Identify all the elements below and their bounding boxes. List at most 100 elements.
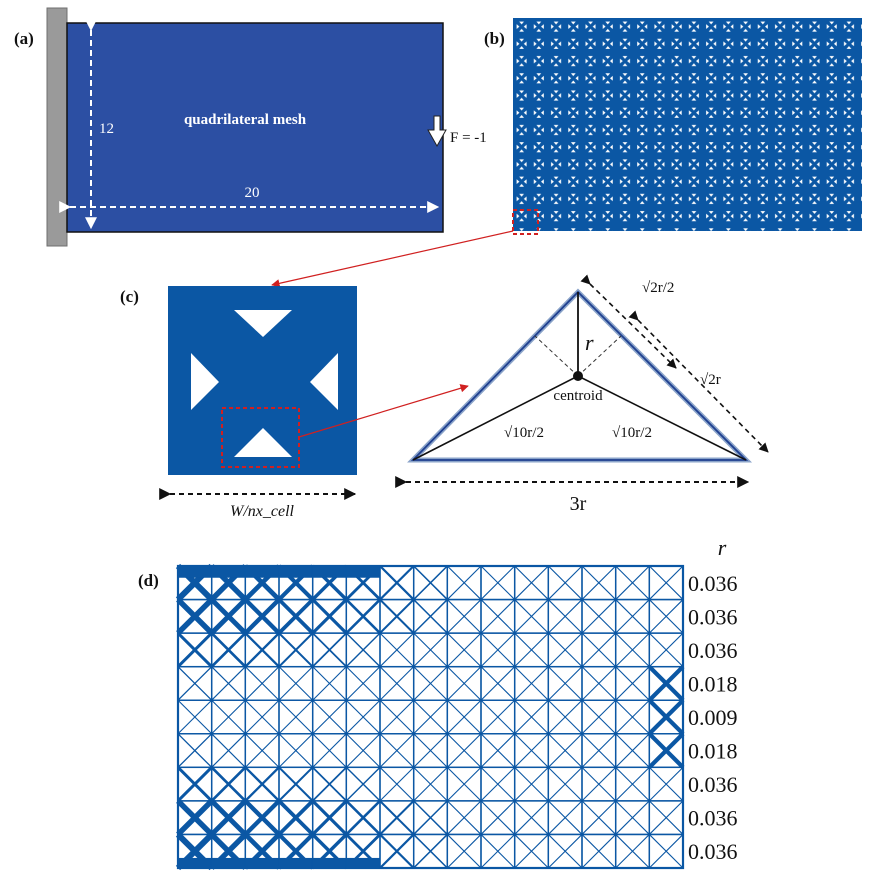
- cell-diagonal: [176, 766, 213, 802]
- unit-cell-hole-right: [310, 353, 338, 410]
- cell-diagonal: [581, 699, 617, 735]
- solid-fill: [211, 566, 246, 578]
- cell-diagonal: [210, 766, 247, 802]
- cell-diagonal: [176, 798, 214, 837]
- r-value-label: 0.036: [688, 638, 738, 663]
- cell-diagonal: [379, 766, 415, 802]
- cell-diagonal: [514, 766, 549, 802]
- cell-diagonal: [581, 632, 617, 668]
- r-label: r: [585, 330, 594, 355]
- cell-diagonal: [209, 597, 248, 635]
- cell-diagonal: [615, 834, 650, 869]
- cell-diagonal: [480, 565, 516, 600]
- cell-diagonal: [177, 699, 213, 735]
- cell-diagonal: [379, 800, 415, 836]
- cell-diagonal: [413, 632, 448, 668]
- lattice-cell: [175, 832, 214, 871]
- cell-diagonal: [648, 599, 684, 634]
- cell-diagonal: [514, 800, 549, 835]
- zoom-arrow-to-triangle: [298, 384, 469, 438]
- cell-diagonal: [446, 632, 482, 668]
- cell-diagonal: [514, 565, 549, 600]
- panel-c: (c) W/nx_cell r centroid √10r/2 √10r/2 √…: [120, 274, 769, 520]
- cell-diagonal: [480, 599, 516, 634]
- cell-diagonal: [514, 834, 549, 869]
- cell-diagonal: [312, 766, 347, 802]
- force-label: F = -1: [450, 130, 487, 146]
- cell-diagonal: [177, 733, 213, 768]
- fixed-support-wall: [46, 7, 68, 247]
- median-left-label: √10r/2: [504, 425, 544, 441]
- solid-fill: [178, 566, 212, 578]
- cell-diagonal: [547, 766, 583, 802]
- unit-cell-hole-top: [234, 310, 292, 337]
- cell-diagonal: [311, 598, 348, 635]
- cell-diagonal: [648, 565, 684, 600]
- cell-border: [648, 833, 684, 869]
- lattice-cell: [647, 698, 685, 736]
- cell-diagonal: [514, 733, 549, 768]
- graded-lattice: [175, 563, 685, 871]
- cell-diagonal: [581, 834, 617, 869]
- lattice-cell: [513, 833, 550, 869]
- cell-diagonal: [547, 800, 583, 835]
- cell-diagonal: [211, 699, 246, 735]
- panel-d: (d) r 0.0360.0360.0360.0180.0090.0180.03…: [138, 535, 738, 871]
- cell-diagonal: [446, 599, 482, 634]
- perpendicular-left: [534, 335, 579, 377]
- cell-diagonal: [446, 565, 482, 600]
- cell-diagonal: [547, 632, 583, 668]
- cell-diagonal: [176, 597, 214, 636]
- cell-diagonal: [648, 834, 684, 869]
- panel-c-label: (c): [120, 287, 139, 306]
- cell-diagonal: [345, 666, 381, 701]
- zoom-arrow-to-unit-cell: [271, 230, 514, 288]
- cell-diagonal: [480, 733, 516, 768]
- cell-diagonal: [379, 733, 415, 768]
- solid-fill: [279, 566, 313, 578]
- cell-diagonal: [278, 632, 314, 668]
- panel-b-label: (b): [484, 29, 505, 48]
- cell-diagonal: [413, 666, 448, 701]
- solid-fill: [211, 857, 246, 868]
- cell-diagonal: [615, 599, 650, 634]
- cell-diagonal: [345, 766, 381, 802]
- height-label: 12: [99, 121, 114, 137]
- unit-cell-highlight-box: [512, 209, 539, 235]
- lattice-cell: [648, 833, 684, 869]
- cell-diagonal: [547, 699, 583, 735]
- cell-diagonal: [615, 766, 650, 802]
- triangle-highlight-box: [221, 407, 300, 468]
- cell-width-label: W/nx_cell: [230, 503, 295, 520]
- side-label: √2r: [700, 372, 721, 388]
- cell-diagonal: [615, 666, 650, 701]
- cell-diagonal: [480, 699, 516, 735]
- cell-diagonal: [547, 666, 583, 701]
- cell-diagonal: [278, 699, 314, 735]
- r-value-label: 0.036: [688, 604, 738, 629]
- cell-diagonal: [446, 666, 482, 701]
- r-value-label: 0.036: [688, 839, 738, 864]
- cell-diagonal: [446, 699, 482, 735]
- panel-a-label: (a): [14, 29, 34, 48]
- cell-diagonal: [176, 632, 213, 668]
- panel-d-label: (d): [138, 571, 159, 590]
- cell-diagonal: [413, 766, 448, 802]
- cell-diagonal: [413, 733, 448, 768]
- cell-diagonal: [345, 699, 381, 735]
- r-value-label: 0.018: [688, 739, 738, 764]
- cell-diagonal: [244, 733, 280, 768]
- half-side-label: √2r/2: [642, 280, 674, 296]
- centroid-label: centroid: [553, 388, 603, 404]
- panel-a: (a) quadrilateral mesh 12 20 F = -1: [14, 7, 487, 247]
- cell-diagonal: [615, 733, 650, 768]
- cell-diagonal: [480, 800, 516, 835]
- solid-fill: [346, 566, 380, 578]
- median-right-label: √10r/2: [612, 425, 652, 441]
- cell-diagonal: [278, 766, 314, 802]
- cell-diagonal: [647, 698, 685, 736]
- r-value-column: 0.0360.0360.0360.0180.0090.0180.0360.036…: [688, 571, 738, 864]
- panel-b: (b): [271, 18, 862, 288]
- cell-diagonal: [379, 632, 415, 668]
- cell-diagonal: [379, 666, 415, 701]
